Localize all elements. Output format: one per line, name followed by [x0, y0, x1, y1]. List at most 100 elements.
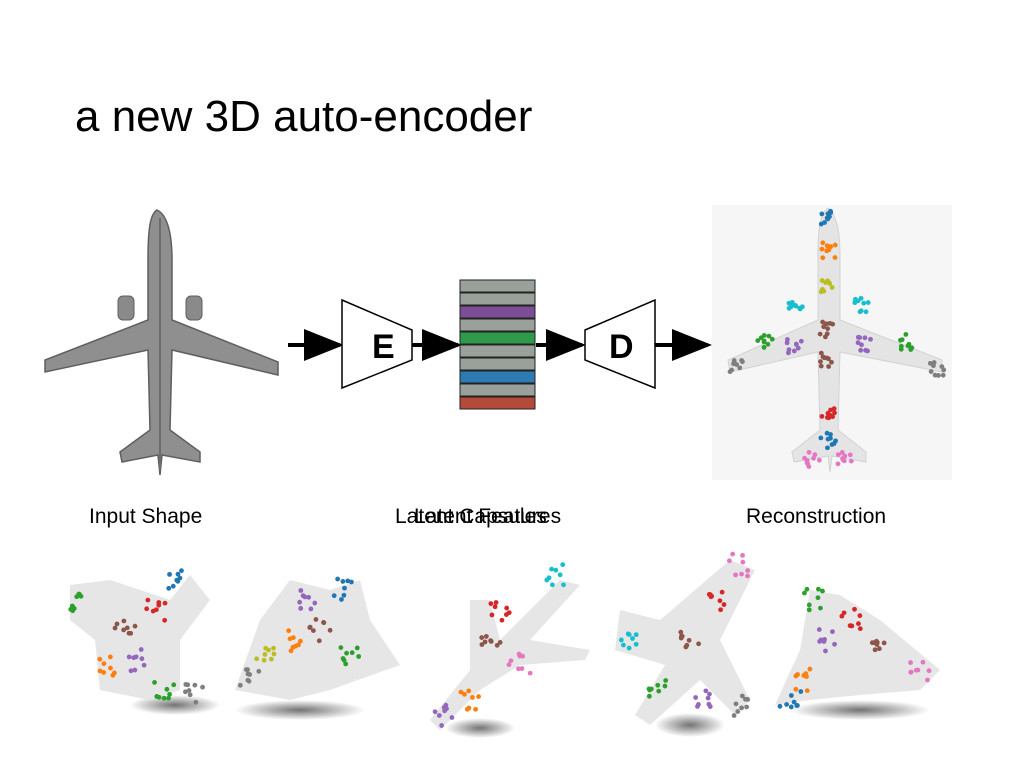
reconstruction-label: Reconstruction [746, 505, 887, 528]
point-dot [826, 356, 831, 362]
point-dot [132, 667, 138, 673]
point-dot [876, 646, 882, 652]
point-dot [144, 606, 150, 612]
point-dot [861, 300, 867, 306]
point-dot [341, 592, 347, 598]
reconstruction-pointcloud-image [712, 205, 952, 480]
point-dot [798, 689, 804, 694]
point-dot [97, 668, 103, 674]
point-dot [97, 656, 103, 662]
point-dot [898, 337, 903, 343]
point-dot [335, 576, 341, 582]
point-dot [171, 682, 177, 688]
point-dot [941, 367, 947, 373]
point-dot [156, 602, 162, 608]
point-dot [663, 678, 669, 683]
point-dot [852, 300, 858, 306]
point-dot [344, 650, 349, 656]
latent-capsule-bar [459, 383, 536, 397]
point-dot [852, 606, 857, 612]
point-dot [139, 656, 145, 662]
point-dot [832, 641, 837, 647]
point-dot [926, 668, 932, 674]
point-dot [696, 641, 701, 647]
point-dot [818, 359, 823, 365]
point-dot [820, 255, 826, 261]
point-dot [161, 695, 167, 701]
point-dot [519, 666, 525, 671]
point-dot [466, 705, 472, 711]
point-dot [488, 638, 494, 643]
point-dot [466, 688, 472, 694]
point-dot [166, 695, 171, 701]
pointcloud-gallery [68, 551, 940, 738]
point-dot [839, 450, 845, 455]
point-dot [863, 309, 869, 315]
point-dot [462, 691, 467, 697]
point-dot [858, 347, 864, 353]
point-dot [730, 551, 736, 557]
point-dot [831, 441, 837, 446]
point-dot [816, 627, 822, 632]
point-dot [865, 300, 871, 305]
point-dot [128, 668, 134, 674]
point-dot [769, 336, 775, 342]
point-dot [862, 335, 868, 341]
point-dot [737, 365, 743, 371]
point-dot [71, 606, 77, 611]
point-dot [693, 695, 699, 700]
point-dot [633, 632, 639, 638]
point-dot [829, 359, 834, 365]
point-dot [121, 618, 127, 624]
point-dot [193, 699, 199, 705]
decoder-block [584, 298, 656, 390]
point-dot [162, 617, 168, 623]
point-dot [132, 623, 138, 629]
point-dot [124, 625, 130, 631]
point-dot [479, 635, 485, 640]
point-dot [745, 573, 750, 579]
point-dot [192, 682, 198, 688]
point-dot [828, 244, 834, 249]
point-dot [695, 703, 700, 709]
point-dot [516, 651, 522, 657]
input-airplane-image [44, 209, 279, 476]
decoder-letter: D [609, 328, 634, 366]
point-dot [114, 621, 120, 627]
point-dot [166, 585, 172, 591]
point-dot [313, 617, 319, 622]
point-dot [271, 645, 276, 651]
point-dot [793, 303, 798, 308]
point-dot [815, 586, 821, 592]
point-dot [841, 458, 847, 464]
point-dot [733, 701, 739, 707]
point-dot [170, 583, 176, 589]
point-dot [164, 686, 170, 692]
point-dot [261, 657, 267, 663]
point-dot [341, 657, 347, 663]
point-dot [727, 558, 732, 564]
point-dot [508, 658, 514, 664]
point-dot [859, 342, 864, 348]
point-dot [489, 612, 495, 618]
pointcloud-thumb-2 [235, 580, 400, 720]
point-dot [819, 246, 825, 252]
point-dot [857, 626, 863, 632]
point-dot [740, 559, 746, 565]
latent-capsule-bar [459, 279, 536, 293]
point-dot [731, 713, 737, 718]
point-dot [824, 248, 830, 254]
latent-capsules-label: Latent Capsules [395, 505, 547, 528]
point-dot [795, 345, 801, 351]
point-dot [432, 709, 438, 715]
encoder-letter: E [372, 328, 395, 366]
point-dot [848, 458, 854, 464]
point-dot [818, 435, 824, 441]
latent-capsule-bar [459, 396, 536, 410]
point-dot [473, 706, 478, 712]
point-dot [678, 635, 684, 641]
point-dot [806, 602, 812, 608]
point-dot [343, 661, 349, 667]
point-dot [766, 333, 772, 339]
point-dot [306, 594, 312, 600]
